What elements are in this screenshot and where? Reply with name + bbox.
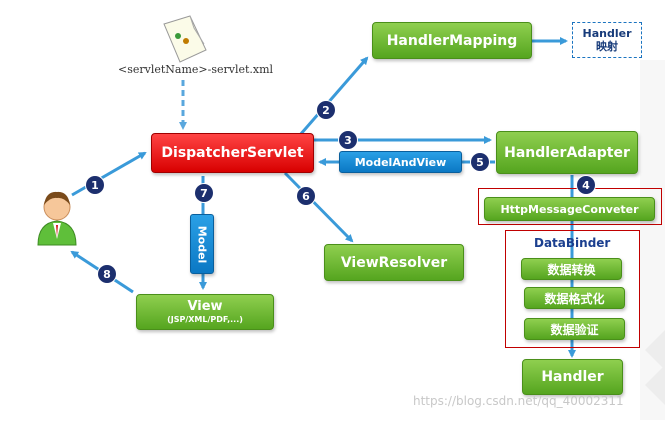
handler-node: Handler bbox=[522, 359, 623, 395]
data-convert-node: 数据转换 bbox=[521, 258, 622, 280]
data-convert-label: 数据转换 bbox=[547, 262, 596, 277]
handler-mapping-label: HandlerMapping bbox=[386, 32, 518, 49]
http-converter-node: HttpMessageConveter bbox=[484, 197, 655, 221]
handler-mapping-result-label: Handler 映射 bbox=[582, 27, 632, 53]
handler-adapter-node: HandlerAdapter bbox=[496, 131, 638, 174]
http-converter-label: HttpMessageConveter bbox=[500, 202, 639, 216]
handler-adapter-label: HandlerAdapter bbox=[504, 144, 630, 161]
step-badge-4: 4 bbox=[577, 176, 595, 194]
model-node: Model bbox=[190, 214, 214, 274]
data-binder-frame bbox=[505, 230, 640, 348]
data-format-node: 数据格式化 bbox=[524, 287, 625, 309]
step-badge-7: 7 bbox=[195, 184, 213, 202]
step-badge-5: 5 bbox=[471, 153, 489, 171]
step-badge-3: 3 bbox=[339, 131, 357, 149]
step-badge-6: 6 bbox=[297, 187, 315, 205]
model-label: Model bbox=[195, 225, 209, 263]
watermark: https://blog.csdn.net/qq_40002311 bbox=[413, 394, 624, 408]
step-badge-8: 8 bbox=[98, 265, 116, 283]
data-validate-label: 数据验证 bbox=[550, 322, 599, 337]
data-format-label: 数据格式化 bbox=[544, 291, 605, 306]
http-converter-frame bbox=[478, 188, 662, 225]
view-resolver-label: ViewResolver bbox=[340, 254, 448, 271]
handler-label: Handler bbox=[541, 369, 604, 385]
config-file-icon bbox=[163, 15, 207, 63]
model-and-view-node: ModelAndView bbox=[339, 151, 462, 173]
decor-chevrons bbox=[640, 60, 665, 420]
step-badge-2: 2 bbox=[317, 101, 335, 119]
handler-mapping-node: HandlerMapping bbox=[372, 22, 532, 59]
model-and-view-label: ModelAndView bbox=[354, 155, 447, 169]
config-file-label: <servletName>-servlet.xml bbox=[118, 63, 274, 76]
dispatcher-servlet-node: DispatcherServlet bbox=[151, 133, 314, 173]
view-label: View bbox=[187, 299, 223, 314]
dispatcher-servlet-label: DispatcherServlet bbox=[161, 145, 304, 161]
view-node: View (JSP/XML/PDF,...) bbox=[136, 294, 274, 330]
user-icon bbox=[37, 191, 77, 246]
view-resolver-node: ViewResolver bbox=[324, 244, 464, 281]
view-subtitle: (JSP/XML/PDF,...) bbox=[167, 315, 243, 324]
data-validate-node: 数据验证 bbox=[524, 318, 625, 340]
handler-mapping-result-box: Handler 映射 bbox=[572, 22, 642, 58]
step-badge-1: 1 bbox=[86, 176, 104, 194]
data-binder-title: DataBinder bbox=[534, 236, 611, 250]
